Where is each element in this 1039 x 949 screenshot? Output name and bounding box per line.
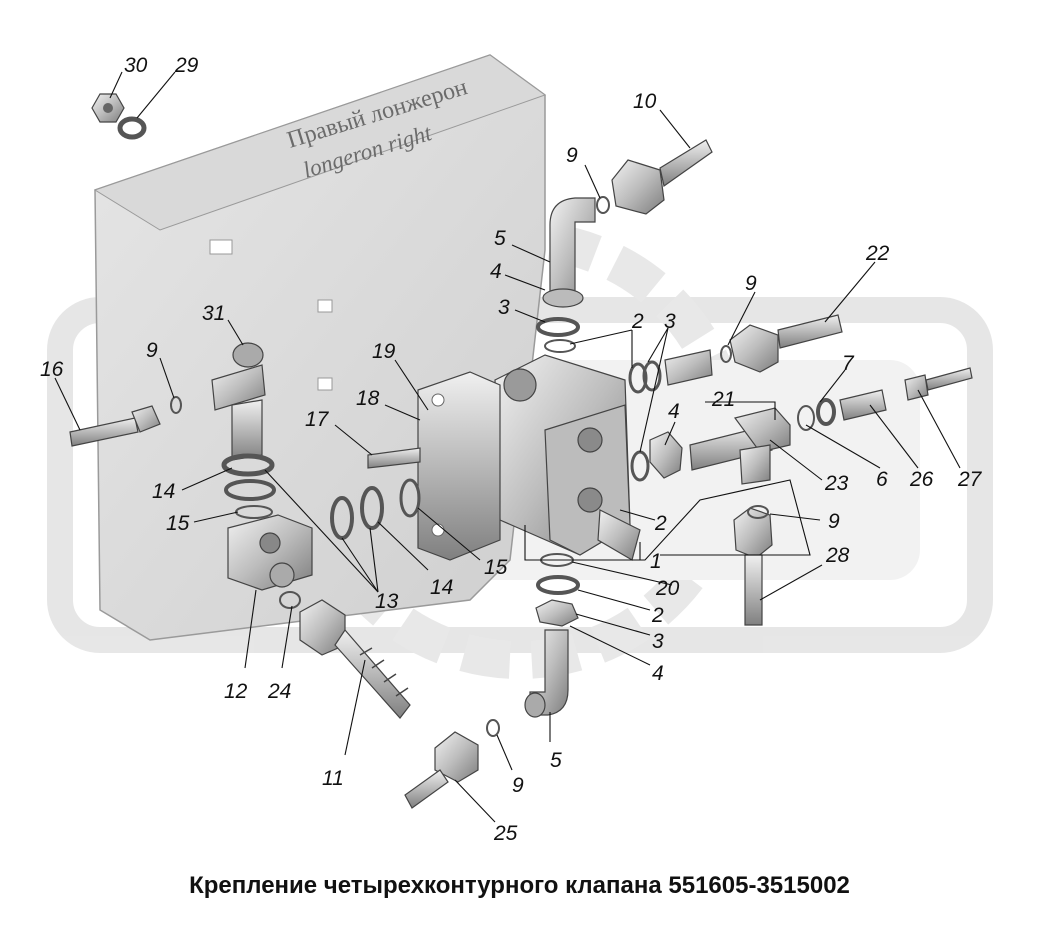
oring-9-top	[596, 196, 610, 214]
ring-14a	[221, 453, 275, 477]
callout-4: 4	[668, 400, 680, 423]
ring-6	[797, 405, 815, 431]
oring-9-bottom	[486, 719, 500, 737]
ring-13b	[360, 486, 384, 530]
callout-27: 27	[957, 468, 983, 491]
callout-15: 15	[166, 512, 190, 535]
callout-5: 5	[494, 227, 506, 250]
washer-2-bottom	[536, 575, 580, 595]
callout-16: 16	[40, 358, 64, 381]
callout-6: 6	[876, 468, 888, 491]
callout-22: 22	[865, 242, 890, 265]
callout-4: 4	[652, 662, 664, 685]
tee-23	[689, 407, 791, 485]
callout-14: 14	[430, 576, 453, 599]
leader-lines	[54, 71, 961, 823]
oring-9-28	[747, 505, 769, 519]
callout-26: 26	[909, 468, 934, 491]
callout-1: 1	[650, 550, 662, 573]
hose-fitting-11	[299, 599, 411, 719]
callout-2: 2	[651, 604, 664, 627]
valve-body-1	[494, 354, 641, 561]
callout-30: 30	[124, 54, 148, 77]
callout-3: 3	[652, 630, 664, 653]
ring-2-right	[628, 362, 648, 394]
washer-29	[117, 116, 147, 140]
callout-13: 13	[375, 590, 399, 613]
callout-3: 3	[498, 296, 510, 319]
ring-7	[816, 398, 836, 426]
callout-10: 10	[633, 90, 657, 113]
callout-31: 31	[202, 302, 225, 325]
callout-28: 28	[825, 544, 850, 567]
washer-3-top	[536, 317, 580, 337]
callout-4: 4	[490, 260, 502, 283]
nut-4-right	[649, 431, 683, 479]
callout-2: 2	[631, 310, 644, 333]
fitting-10	[611, 139, 713, 215]
longeron-plate: Правый лонжерон longeron right	[93, 54, 547, 641]
callout-21: 21	[711, 388, 735, 411]
callout-3: 3	[664, 310, 676, 333]
callout-12: 12	[224, 680, 248, 703]
fitting-22	[729, 314, 843, 373]
elbow-5-top	[542, 197, 596, 308]
callout-20: 20	[655, 577, 680, 600]
callout-labels: 30 29 10 9 5 4 3 2 3 22 9 31 9 16 19 18 …	[40, 54, 983, 845]
callout-9: 9	[828, 510, 840, 533]
callout-29: 29	[174, 54, 199, 77]
callout-9: 9	[512, 774, 524, 797]
bracket-19	[417, 371, 501, 561]
tee-31	[211, 342, 266, 461]
nut-30	[91, 93, 125, 123]
oring-9-left	[170, 396, 182, 414]
fitting-21	[664, 349, 713, 386]
callout-14: 14	[152, 480, 175, 503]
callout-9: 9	[566, 144, 578, 167]
oring-24	[279, 591, 301, 609]
callout-7: 7	[842, 352, 855, 375]
ring-14b	[399, 478, 421, 518]
callout-24: 24	[267, 680, 291, 703]
callout-25: 25	[493, 822, 518, 845]
sleeve-26	[839, 389, 887, 421]
ring-14a-2	[224, 479, 276, 501]
fitting-25	[404, 731, 479, 809]
callout-9: 9	[745, 272, 757, 295]
callout-17: 17	[305, 408, 330, 431]
diagram-caption: Крепление четырехконтурного клапана 5516…	[189, 872, 850, 899]
callout-9: 9	[146, 339, 158, 362]
tube-16	[69, 405, 161, 447]
ring-3-right	[642, 360, 662, 392]
nut-4-bottom	[535, 599, 579, 627]
callout-23: 23	[824, 472, 849, 495]
block-12	[227, 514, 313, 591]
callout-19: 19	[372, 340, 396, 363]
fitting-28	[733, 507, 773, 626]
oring-9-right	[720, 345, 732, 363]
tube-27	[904, 367, 973, 401]
callout-11: 11	[322, 767, 344, 790]
callout-2: 2	[654, 512, 667, 535]
bolt-17	[367, 447, 421, 469]
ring-2-top	[544, 339, 576, 353]
callout-15: 15	[484, 556, 508, 579]
callout-18: 18	[356, 387, 380, 410]
callout-5: 5	[550, 749, 562, 772]
elbow-5-bottom	[524, 629, 569, 718]
